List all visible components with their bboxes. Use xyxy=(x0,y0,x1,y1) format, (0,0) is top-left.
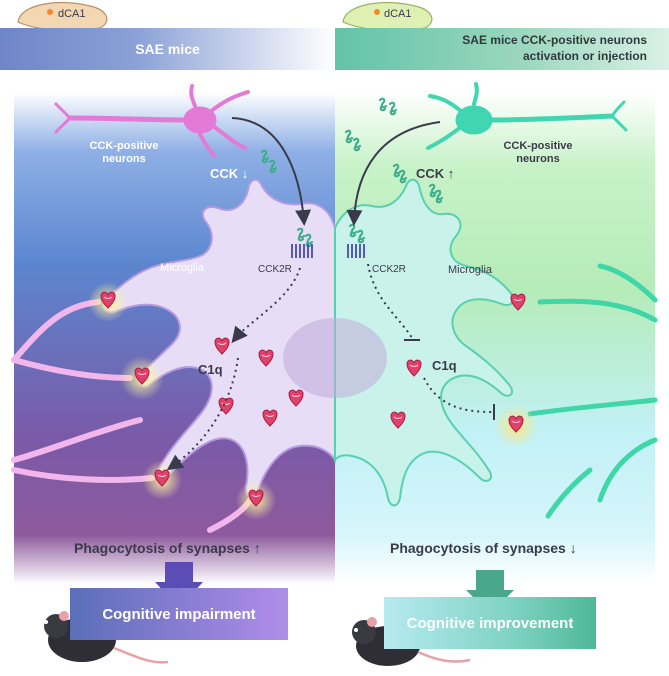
left-cck2r-receptor xyxy=(291,244,313,258)
right-cck2r-receptor xyxy=(347,244,365,258)
left-synapse-branches xyxy=(11,299,253,533)
right-phago-arrow: ↓ xyxy=(569,540,577,556)
right-cck-text: CCK xyxy=(416,166,445,181)
right-microglia xyxy=(334,178,514,507)
left-cck-text: CCK xyxy=(210,166,239,181)
left-cck-neuron xyxy=(54,84,250,158)
left-phago-arrow: ↑ xyxy=(253,540,261,556)
right-phagocytosis-label: Phagocytosis of synapses ↓ xyxy=(390,540,577,556)
right-microglia-label: Microglia xyxy=(448,264,493,276)
left-signal-arrow-1 xyxy=(231,267,301,344)
left-region-label: dCA1 xyxy=(58,8,86,20)
left-outcome-text: Cognitive impairment xyxy=(102,605,256,623)
left-c1q-label: C1q xyxy=(198,362,223,377)
right-neuron-label: CCK-positive neurons xyxy=(503,140,573,165)
right-release-arrow xyxy=(346,121,441,226)
right-cck-neuron xyxy=(426,82,628,150)
right-outcome-box: Cognitive improvement xyxy=(384,597,596,649)
right-synapse-branches xyxy=(527,263,658,519)
right-inhibit-line-1 xyxy=(367,263,413,339)
left-outcome-box: Cognitive impairment xyxy=(70,588,288,640)
left-cck-arrow: ↓ xyxy=(241,166,249,181)
right-receptor-label: CCK2R xyxy=(372,264,406,275)
left-microglia-label: Microglia xyxy=(160,262,205,274)
left-release-arrow xyxy=(231,117,312,226)
left-header-text: SAE mice xyxy=(135,41,200,57)
left-cck-label: CCK ↓ xyxy=(210,166,248,181)
right-cck-label: CCK ↑ xyxy=(416,166,454,181)
right-outcome-text: Cognitive improvement xyxy=(406,614,574,632)
left-phagocytosis-label: Phagocytosis of synapses ↑ xyxy=(74,540,261,556)
left-receptor-label: CCK2R xyxy=(258,264,292,275)
left-neuron-label: CCK-positive neurons xyxy=(89,140,159,165)
right-header-line2: activation or injection xyxy=(522,49,647,63)
right-phago-text: Phagocytosis of synapses xyxy=(390,540,566,556)
left-phago-text: Phagocytosis of synapses xyxy=(74,540,250,556)
left-panel-header: SAE mice xyxy=(0,28,335,70)
right-cck-arrow: ↑ xyxy=(447,166,455,181)
right-region-label: dCA1 xyxy=(384,8,412,20)
microglia-nucleus xyxy=(283,318,387,398)
right-header-line1: SAE mice CCK-positive neurons xyxy=(462,33,647,48)
right-panel-header: SAE mice CCK-positive neurons activation… xyxy=(335,28,669,70)
right-c1q-label: C1q xyxy=(432,358,457,373)
